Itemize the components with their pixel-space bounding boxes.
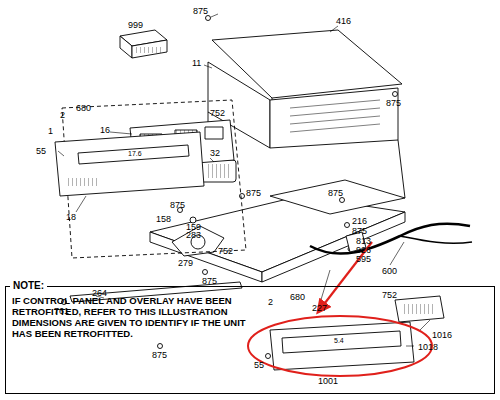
- callout-number: 680: [76, 103, 91, 113]
- callout-number: 926: [356, 245, 371, 255]
- callout-number: 752: [210, 108, 225, 118]
- callout-number: 158: [156, 214, 171, 224]
- callout-number: 16: [100, 125, 110, 135]
- callout-number: 752: [382, 290, 397, 300]
- callout-number: 2: [60, 110, 65, 120]
- callout-number: 752: [218, 246, 233, 256]
- note-text: IF CONTROL PANEL AND OVERLAY HAVE BEEN R…: [12, 295, 252, 339]
- callout-number: 2: [268, 297, 273, 307]
- callout-number: 813: [356, 236, 371, 246]
- callout-number: 680: [290, 292, 305, 302]
- callout-number: 283: [186, 230, 201, 240]
- callout-number: 875: [328, 188, 343, 198]
- dimension-text: 17.6: [128, 149, 142, 159]
- note-heading: NOTE:: [10, 280, 47, 291]
- callout-number: 1016: [432, 330, 452, 340]
- callout-number: 595: [356, 254, 371, 264]
- callout-number: 32: [210, 148, 220, 158]
- callout-number: 875: [202, 276, 217, 286]
- callout-number: 1001: [318, 376, 338, 386]
- callout-number: 216: [352, 216, 367, 226]
- callout-number: 875: [246, 188, 261, 198]
- callout-number: 18: [66, 212, 76, 222]
- callout-number: 55: [254, 360, 264, 370]
- callout-number: 1018: [418, 342, 438, 352]
- callout-number: 875: [170, 200, 185, 210]
- dimension-text: 5.4: [334, 336, 344, 346]
- callout-number: 999: [128, 20, 143, 30]
- callout-number: 875: [193, 6, 208, 16]
- callout-number: 279: [178, 258, 193, 268]
- callout-number: 875: [386, 98, 401, 108]
- callout-number: 875: [352, 226, 367, 236]
- callout-number: 875: [152, 350, 167, 360]
- note-box: NOTE:IF CONTROL PANEL AND OVERLAY HAVE B…: [5, 286, 495, 394]
- callout-number: 11: [192, 58, 201, 68]
- callout-number: 600: [382, 266, 397, 276]
- callout-number: 55: [36, 146, 46, 156]
- callout-number: 1: [48, 126, 53, 136]
- callout-number: 416: [336, 16, 351, 26]
- callout-number: 227: [312, 303, 327, 313]
